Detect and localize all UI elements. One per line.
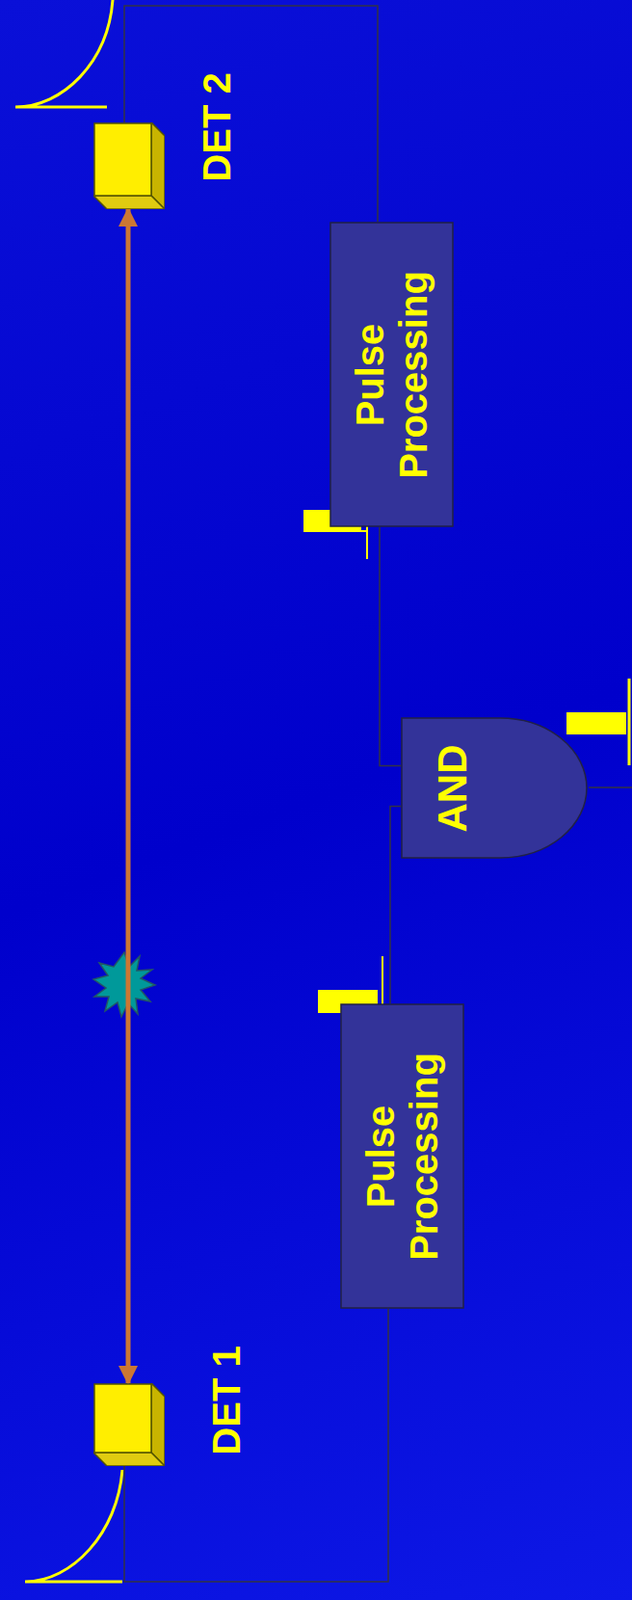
process-box: Pulse Processing (329, 221, 454, 527)
gate-label: AND (429, 743, 475, 832)
box-label: Pulse Processing (359, 1031, 447, 1280)
analog-pulse (15, 0, 113, 107)
detector: DET 1 (93, 1382, 165, 1466)
and-gate: AND (400, 716, 589, 859)
and-gate-shape (400, 716, 589, 859)
logic-pulse (566, 711, 627, 735)
process-box: Pulse Processing (340, 1002, 465, 1309)
logic-pulse (303, 529, 368, 532)
signal-wire (124, 1308, 389, 1581)
detector-cube (93, 1382, 165, 1466)
analog-pulse (25, 1469, 123, 1581)
signal-wire (390, 806, 401, 1004)
output-wire (588, 786, 632, 789)
detector-label: DET 2 (195, 72, 239, 182)
gamma-ray-path (126, 209, 132, 1383)
logic-pulse (628, 678, 632, 765)
signal-wire (379, 526, 401, 766)
annihilation-star (93, 951, 156, 1017)
signal-wire (124, 5, 378, 222)
detector-label: DET 1 (205, 1344, 249, 1454)
detector-cube (93, 122, 165, 210)
box-label: Pulse Processing (348, 250, 436, 499)
detector: DET 2 (93, 122, 165, 210)
